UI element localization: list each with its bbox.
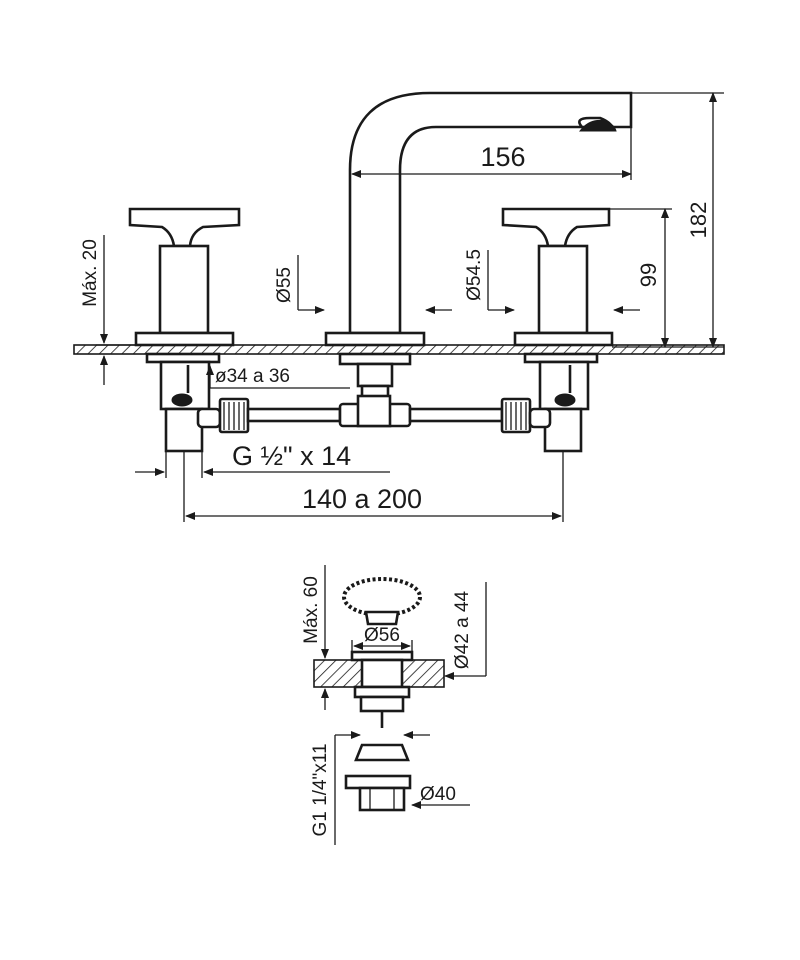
dim-total-height-label: 182 [686,202,711,239]
dim-hole-left-label: Ø55 [274,267,295,303]
dim-drain-nut-label: Ø40 [420,784,456,805]
dim-drain-flange-label: Ø56 [364,625,400,646]
dim-handle-height-label: 99 [636,263,661,287]
dim-thread-label: G ½" x 14 [232,441,351,471]
dim-spacing [183,451,564,522]
dim-thread [135,451,390,478]
dim-drain-thread-label: G1 1/4"x11 [310,743,331,836]
dim-max-thickness-top-label: Máx. 20 [80,239,101,307]
drain-body [344,650,414,812]
dim-spout-reach [351,127,632,180]
dim-spacing-label: 140 a 200 [302,484,422,514]
dim-hole-right-label: Ø54.5 [464,249,485,301]
dim-pipe-diameter [206,365,350,389]
drain-plug [342,577,422,626]
connector-hoses [196,394,552,434]
dim-pipe-diameter-label: ø34 a 36 [215,366,290,387]
dim-hole-right [487,250,640,314]
dim-max-thickness-top [96,235,135,385]
dim-hole-left [297,255,452,314]
dim-drain-flange [351,640,413,652]
dim-drain-thread [334,731,430,845]
dim-drain-hole-label: Ø42 a 44 [452,590,473,669]
left-handle [128,207,241,453]
dim-drain-hole [444,582,487,680]
dim-handle-height [610,208,672,348]
dim-spout-reach-label: 156 [480,142,525,172]
spout [324,91,633,400]
dim-max-thickness-drain-label: Máx. 60 [301,576,322,644]
